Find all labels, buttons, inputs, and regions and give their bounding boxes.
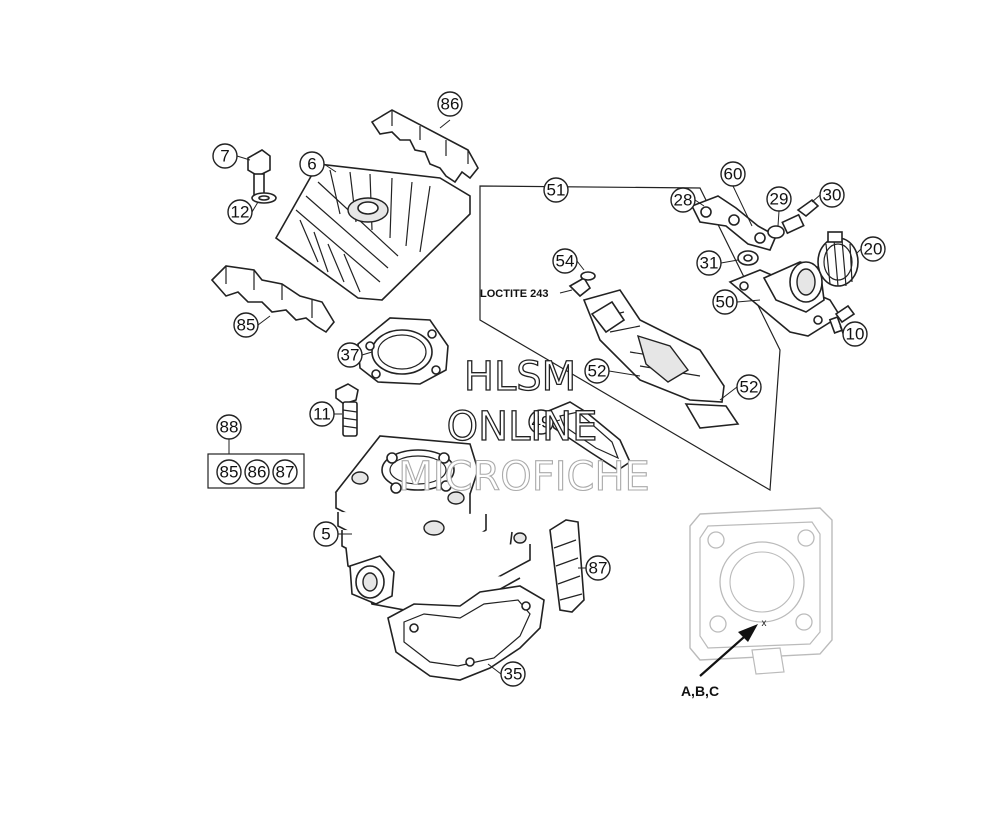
spacer-87 <box>549 519 585 613</box>
callout-87: 87 <box>585 555 611 581</box>
head-bolt-7 <box>247 149 277 204</box>
detail-label: A,B,C <box>681 683 719 699</box>
svg-text:35: 35 <box>504 665 523 684</box>
callout-5: 5 <box>313 521 339 547</box>
callout-28: 28 <box>670 187 696 213</box>
svg-text:54: 54 <box>556 252 575 271</box>
cylinder-stud-11 <box>335 383 359 437</box>
callout-10: 10 <box>842 321 868 347</box>
callout-54: 54 <box>552 248 578 274</box>
watermark-line-3: MICROFICHE <box>398 454 650 500</box>
callout-35: 35 <box>500 661 526 687</box>
svg-text:49: 49 <box>532 413 551 432</box>
callout-49: 49 <box>528 409 554 435</box>
callout-29: 29 <box>766 186 792 212</box>
callout-30: 30 <box>819 182 845 208</box>
callout-50: 50 <box>712 289 738 315</box>
svg-text:50: 50 <box>716 293 735 312</box>
svg-text:88: 88 <box>220 418 239 437</box>
svg-text:6: 6 <box>307 155 316 174</box>
svg-text:20: 20 <box>864 240 883 259</box>
spacer-bar-86 <box>370 109 479 184</box>
callout-60: 60 <box>720 161 746 187</box>
watermark-line-2: ONLINE <box>447 404 598 450</box>
svg-text:12: 12 <box>231 203 250 222</box>
washer-31 <box>737 250 759 266</box>
reed-valve-box-51 <box>479 185 781 492</box>
svg-text:85: 85 <box>237 316 256 335</box>
callout-52-lower: 52 <box>736 374 762 400</box>
svg-text:28: 28 <box>674 191 693 210</box>
callout-11: 11 <box>309 401 335 427</box>
svg-text:5: 5 <box>321 525 330 544</box>
callout-12: 12 <box>227 199 253 225</box>
callout-51: 51 <box>543 177 569 203</box>
svg-text:31: 31 <box>700 254 719 273</box>
callout-88-86: 86 <box>244 459 270 485</box>
cylinder-5 <box>334 435 531 619</box>
callout-20: 20 <box>860 236 886 262</box>
svg-text:52: 52 <box>588 362 607 381</box>
svg-text:86: 86 <box>248 463 267 482</box>
callout-7: 7 <box>212 143 238 169</box>
callout-88-87: 87 <box>272 459 298 485</box>
svg-text:51: 51 <box>547 181 566 200</box>
screw-10 <box>828 304 856 334</box>
callout-52-upper: 52 <box>584 358 610 384</box>
base-gasket-35 <box>387 585 545 681</box>
intake-flange-50 <box>728 261 842 337</box>
watermark-line-1: HLSM <box>464 354 576 400</box>
hose-clamp-20 <box>817 231 859 287</box>
callout-31: 31 <box>696 250 722 276</box>
callout-6: 6 <box>299 151 325 177</box>
callout-37: 37 <box>337 342 363 368</box>
svg-text:7: 7 <box>220 147 229 166</box>
spacer-bar-85 <box>210 265 335 334</box>
detail-view: x A,B,C <box>681 507 833 699</box>
svg-text:30: 30 <box>823 186 842 205</box>
callout-85: 85 <box>233 312 259 338</box>
svg-text:60: 60 <box>724 165 743 184</box>
detail-mark: x <box>762 618 767 629</box>
svg-text:10: 10 <box>846 325 865 344</box>
bolt-29-30 <box>767 198 820 239</box>
cylinder-head-6 <box>274 163 471 301</box>
svg-text:52: 52 <box>740 378 759 397</box>
callout-88: 88 <box>216 414 242 440</box>
bracket-28 <box>690 195 778 251</box>
svg-text:11: 11 <box>313 405 331 424</box>
svg-text:87: 87 <box>589 559 608 578</box>
svg-text:37: 37 <box>341 346 360 365</box>
head-gasket-37 <box>357 317 449 385</box>
svg-text:85: 85 <box>220 463 239 482</box>
svg-text:86: 86 <box>441 95 460 114</box>
callout-86: 86 <box>437 91 463 117</box>
loctite-note: LOCTITE 243 <box>480 288 548 300</box>
svg-text:87: 87 <box>276 463 295 482</box>
svg-text:29: 29 <box>770 190 789 209</box>
callout-88-85: 85 <box>216 459 242 485</box>
